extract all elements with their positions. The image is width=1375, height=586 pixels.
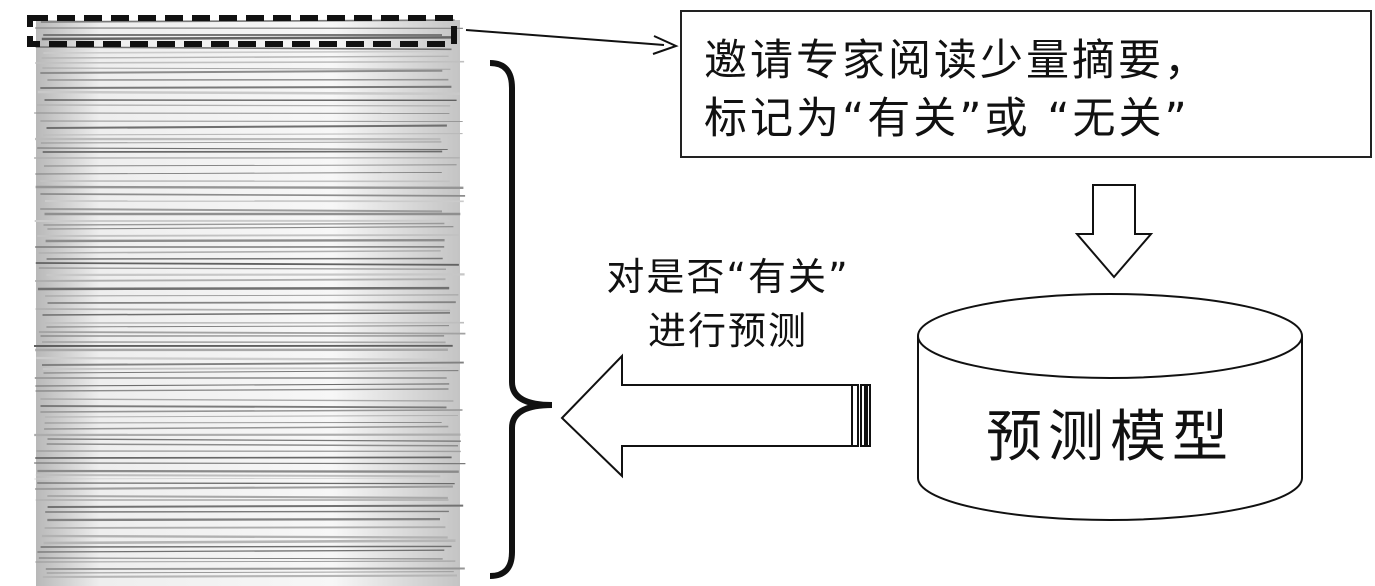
paper-sheet-edge bbox=[35, 560, 456, 563]
arrow-line bbox=[465, 29, 665, 46]
paper-sheet-edge bbox=[46, 571, 454, 574]
paper-sheet-edge bbox=[45, 238, 445, 243]
paper-sheet-edge bbox=[40, 545, 452, 548]
instruction-line-1: 邀请专家阅读少量摘要， bbox=[704, 36, 1210, 86]
paper-sheet-edge bbox=[43, 164, 457, 167]
paper-sheet-edge bbox=[41, 361, 464, 366]
paper-sheet-edge bbox=[41, 36, 453, 41]
paper-sheet-edge bbox=[35, 171, 442, 175]
arrowhead-icon bbox=[652, 35, 679, 55]
paper-sheet-edge bbox=[43, 222, 445, 226]
paper-sheet-edge bbox=[46, 325, 450, 328]
paper-sheet-edge bbox=[40, 141, 442, 144]
paper-sheet-edge bbox=[38, 250, 441, 254]
cylinder-top bbox=[917, 293, 1303, 379]
paper-sheet-edge bbox=[42, 312, 451, 316]
paper-sheet-edge bbox=[46, 443, 459, 447]
paper-sheet-edge bbox=[37, 147, 448, 151]
paper-sheet-edge bbox=[34, 462, 466, 465]
paper-sheet-edge bbox=[42, 367, 450, 370]
paper-sheet-edge bbox=[40, 409, 463, 413]
predict-label-line-1: 对是否“有关” bbox=[606, 255, 850, 299]
paper-sheet-edge bbox=[46, 273, 465, 277]
paper-sheet-edge bbox=[41, 534, 448, 539]
paper-sheet-edge bbox=[45, 510, 449, 513]
paper-sheet-edge bbox=[42, 574, 458, 579]
left-arrow-stripe bbox=[851, 384, 859, 447]
paper-sheet-edge bbox=[42, 67, 451, 70]
paper-sheet-edge bbox=[44, 415, 459, 418]
paper-sheet-edge bbox=[47, 301, 456, 304]
left-arrow-body bbox=[560, 353, 853, 479]
top-sheets-highlight bbox=[27, 15, 457, 47]
paper-sheet-edge bbox=[35, 485, 453, 491]
instruction-box: 邀请专家阅读少量摘要， 标记为“有关”或 “无关” bbox=[680, 10, 1372, 158]
predict-label-line-2: 进行预测 bbox=[647, 309, 808, 353]
paper-sheet-edge bbox=[43, 370, 459, 374]
paper-sheet-edge bbox=[35, 278, 446, 282]
paper-sheet-edge bbox=[44, 422, 442, 424]
paper-sheet-edge bbox=[47, 494, 448, 499]
paper-sheet-edge bbox=[38, 557, 443, 560]
paper-sheet-edge bbox=[38, 331, 466, 335]
paper-sheet-edge bbox=[47, 517, 441, 522]
paper-sheet-edge bbox=[37, 90, 460, 96]
paper-sheet-edge bbox=[42, 150, 443, 153]
paper-sheet-edge bbox=[40, 85, 452, 90]
left-arrow-stripe bbox=[866, 384, 871, 447]
stack-brace-icon bbox=[489, 60, 553, 579]
cylinder-body bbox=[917, 336, 1303, 521]
left-arrow-stripe bbox=[860, 384, 866, 447]
paper-sheet-edge bbox=[35, 60, 465, 64]
paper-sheet-edge bbox=[35, 456, 452, 459]
paper-sheet-edge bbox=[36, 104, 451, 107]
paper-sheet-edge bbox=[46, 124, 447, 130]
paper-sheet-edge bbox=[44, 425, 449, 430]
paper-sheet-edge bbox=[35, 474, 441, 478]
instruction-line-2: 标记为“有关”或 “无关” bbox=[704, 94, 1190, 144]
arrow-to-instruction bbox=[465, 29, 679, 55]
paper-stack-image bbox=[33, 19, 466, 586]
paper-sheet-edge bbox=[40, 69, 443, 74]
paper-sheet-edge bbox=[45, 294, 459, 297]
model-cylinder-icon bbox=[917, 293, 1303, 521]
paper-sheet-edge bbox=[37, 549, 445, 553]
paper-sheet-edge bbox=[43, 133, 463, 136]
paper-sheet-edge bbox=[37, 482, 455, 485]
paper-sheet-edge bbox=[37, 469, 459, 473]
paper-sheet-edge bbox=[35, 308, 451, 312]
paper-sheet-edge bbox=[43, 539, 456, 545]
paper-sheet-edge bbox=[36, 356, 441, 361]
paper-sheet-edge bbox=[35, 388, 449, 392]
paper-sheet-edge bbox=[35, 185, 464, 190]
paper-sheet-edge bbox=[43, 50, 448, 54]
predict-label: 对是否“有关” 进行预测 bbox=[548, 250, 908, 358]
paper-sheet-edge bbox=[47, 226, 454, 230]
paper-sheet-edge bbox=[40, 405, 447, 409]
paper-sheet-edge bbox=[47, 504, 464, 508]
paper-sheet-edge bbox=[35, 262, 459, 266]
paper-sheet-edge bbox=[34, 477, 445, 480]
paper-sheet-edge bbox=[44, 526, 446, 529]
paper-sheet-edge bbox=[40, 193, 466, 197]
down-arrow-icon bbox=[1074, 184, 1154, 279]
paper-sheet-edge bbox=[47, 438, 461, 442]
paper-sheet-edge bbox=[38, 267, 447, 270]
paper-sheet-edge bbox=[37, 286, 450, 291]
paper-sheet-edge bbox=[37, 234, 460, 237]
paper-sheet-edge bbox=[46, 257, 443, 260]
left-arrow-icon bbox=[560, 353, 871, 479]
model-label: 预测模型 bbox=[986, 405, 1234, 470]
paper-sheet-edge bbox=[40, 208, 443, 213]
paper-sheet-edge bbox=[35, 383, 450, 387]
paper-sheet-lines bbox=[33, 19, 466, 579]
paper-sheet-edge bbox=[41, 55, 449, 59]
paper-sheet-edge bbox=[45, 567, 465, 570]
paper-sheet-edge bbox=[35, 46, 452, 51]
paper-sheet-edge bbox=[40, 398, 454, 402]
